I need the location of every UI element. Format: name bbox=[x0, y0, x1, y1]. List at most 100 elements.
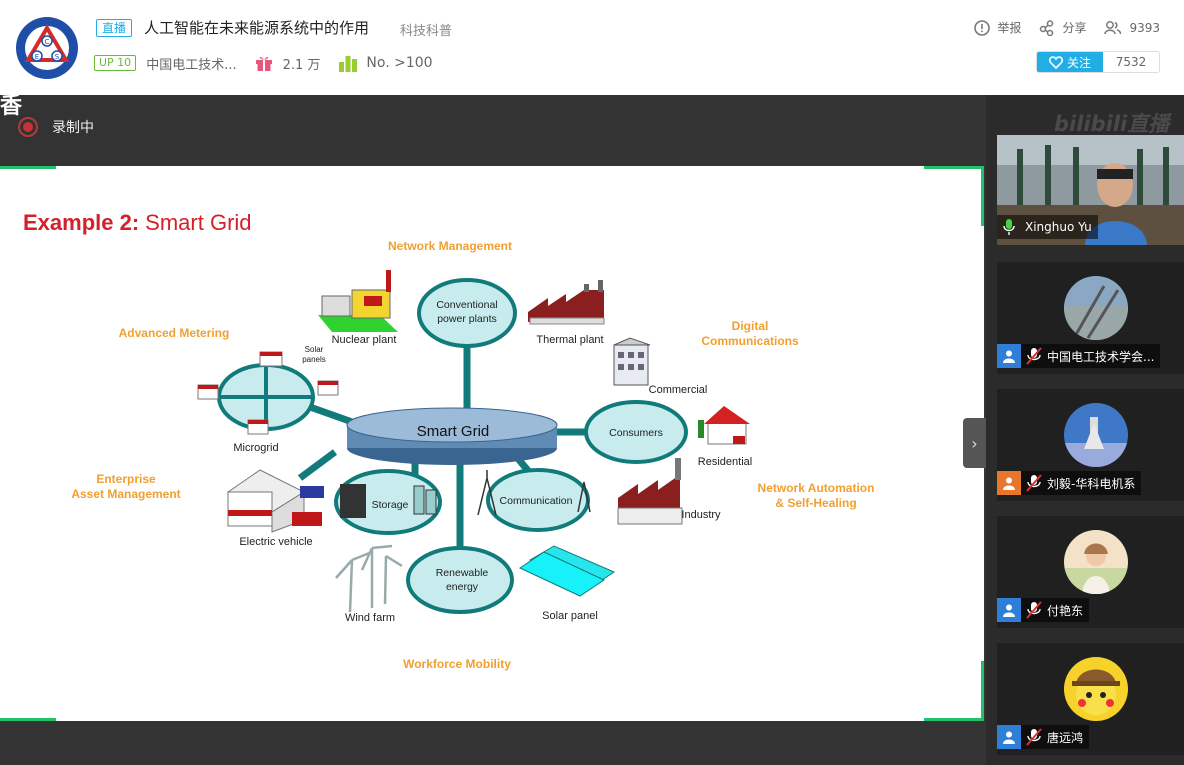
thermal-label: Thermal plant bbox=[536, 334, 603, 346]
follow-widget: 关注 7532 bbox=[1036, 51, 1160, 73]
conventional-label-2: power plants bbox=[437, 313, 497, 325]
area-workforce-mobility: Workforce Mobility bbox=[403, 657, 511, 671]
up-level-badge: UP 10 bbox=[94, 55, 137, 71]
commercial-building-icon bbox=[613, 337, 651, 386]
corner-glyph: 香 bbox=[0, 94, 23, 119]
smart-grid-diagram: Example 2:Smart Grid Network Management … bbox=[23, 210, 875, 671]
conventional-node bbox=[417, 278, 517, 348]
recording-label: 录制中 bbox=[52, 120, 94, 136]
industry-label: Industry bbox=[681, 509, 721, 521]
participant-name: 中国电工技术学会... bbox=[1047, 349, 1155, 364]
viewer-count-value: 9393 bbox=[1129, 20, 1160, 35]
area-network-management: Network Management bbox=[388, 239, 512, 253]
battery-icon bbox=[340, 484, 366, 518]
ev-label: Electric vehicle bbox=[239, 536, 312, 548]
participant-name: 刘毅-华科电机系 bbox=[1047, 476, 1136, 491]
report-button[interactable]: 举报 bbox=[974, 19, 1021, 36]
participant-name-bar: 唐远鸿 bbox=[997, 725, 1090, 749]
electric-vehicle-icon bbox=[226, 469, 324, 533]
hub-label: Smart Grid bbox=[417, 423, 490, 440]
slide-corner-bl bbox=[0, 718, 56, 721]
participant-tile-4[interactable]: 唐远鸿 bbox=[997, 643, 1184, 755]
participant-name: 付艳东 bbox=[1047, 603, 1084, 618]
solar-label: Solar panel bbox=[542, 610, 598, 622]
participant-tile-1[interactable]: 中国电工技术学会... bbox=[997, 262, 1184, 374]
consumers-label: Consumers bbox=[609, 427, 663, 439]
anchor-info: UP 10 中国电工技术... 2.1 万 No. >100 bbox=[94, 54, 433, 73]
share-icon bbox=[1040, 19, 1054, 36]
mic-muted-icon bbox=[1026, 347, 1042, 365]
gift-icon bbox=[255, 56, 272, 71]
svg-text:S: S bbox=[55, 53, 60, 61]
smart-grid-hub bbox=[346, 407, 558, 465]
area-digital: Digital bbox=[732, 319, 769, 333]
nuclear-plant-icon bbox=[318, 270, 398, 332]
header-actions: 举报 分享 9393 bbox=[956, 19, 1160, 36]
mic-muted-icon bbox=[1026, 601, 1042, 619]
area-tag[interactable]: 科技科普 bbox=[400, 24, 453, 39]
heart-icon bbox=[1048, 55, 1063, 69]
follower-count: 7532 bbox=[1115, 55, 1147, 69]
mic-on-icon bbox=[997, 215, 1021, 239]
stream-header: C E S 直播 人工智能在未来能源系统中的作用 科技科普 UP 10 中国电工… bbox=[0, 0, 1184, 95]
storage-tank-icon bbox=[413, 485, 437, 515]
slide-heading-bold: Example 2: bbox=[23, 210, 139, 235]
renewable-node bbox=[406, 546, 514, 614]
mic-muted-icon bbox=[1026, 474, 1042, 492]
popularity-value: 2.1 万 bbox=[282, 57, 321, 73]
expand-sidebar-button[interactable]: › bbox=[963, 418, 986, 468]
microgrid-label: Microgrid bbox=[233, 442, 278, 454]
user-icon bbox=[997, 344, 1021, 368]
svg-text:C: C bbox=[45, 38, 50, 46]
nuclear-label: Nuclear plant bbox=[332, 334, 397, 346]
participant-tile-2[interactable]: 刘毅-华科电机系 bbox=[997, 389, 1184, 501]
microgrid-node bbox=[197, 351, 339, 435]
presenter-video-tile[interactable]: Xinghuo Yu bbox=[997, 135, 1184, 245]
area-network-automation: Network Automation bbox=[758, 481, 875, 495]
recording-indicator: 录制中 bbox=[18, 117, 94, 137]
share-label: 分享 bbox=[1062, 21, 1087, 35]
wind-turbine-icon bbox=[335, 544, 403, 613]
thermal-plant-icon bbox=[528, 280, 605, 325]
slide-corner-tr bbox=[924, 166, 984, 169]
share-button[interactable]: 分享 bbox=[1039, 19, 1086, 36]
presenter-name: Xinghuo Yu bbox=[1025, 220, 1092, 234]
wind-label: Wind farm bbox=[345, 612, 395, 624]
area-communications: Communications bbox=[701, 334, 799, 348]
antenna-icon bbox=[477, 470, 591, 516]
stream-title: 人工智能在未来能源系统中的作用 bbox=[144, 19, 370, 37]
area-self-healing: & Self-Healing bbox=[775, 496, 856, 510]
record-icon bbox=[18, 117, 38, 137]
slide-corner-tr2 bbox=[981, 166, 984, 226]
rank-value[interactable]: No. >100 bbox=[366, 55, 433, 71]
slide-heading: Example 2:Smart Grid bbox=[23, 210, 252, 235]
area-asset-management: Asset Management bbox=[71, 487, 180, 501]
industry-icon bbox=[617, 458, 683, 525]
microgrid-solar-label: Solar bbox=[305, 345, 324, 354]
slide-heading-rest: Smart Grid bbox=[145, 210, 251, 235]
ces-logo: C E S bbox=[16, 17, 78, 79]
mic-muted-icon bbox=[1026, 728, 1042, 746]
participant-tile-3[interactable]: 付艳东 bbox=[997, 516, 1184, 628]
anchor-name[interactable]: 中国电工技术... bbox=[146, 57, 237, 73]
conventional-label-1: Conventional bbox=[436, 299, 497, 311]
svg-text:E: E bbox=[35, 53, 39, 61]
report-label: 举报 bbox=[997, 21, 1022, 35]
presentation-slide: Example 2:Smart Grid Network Management … bbox=[0, 166, 984, 721]
microgrid-panels-label: panels bbox=[302, 355, 326, 364]
warning-icon bbox=[974, 19, 991, 36]
area-enterprise: Enterprise bbox=[96, 472, 156, 486]
area-advanced-metering: Advanced Metering bbox=[119, 326, 230, 340]
avatar bbox=[1064, 530, 1128, 594]
people-icon bbox=[1104, 20, 1122, 34]
renewable-label-1: Renewable bbox=[436, 567, 489, 579]
user-icon bbox=[997, 598, 1021, 622]
follow-button[interactable]: 关注 bbox=[1037, 52, 1103, 72]
communication-label: Communication bbox=[500, 495, 573, 507]
chevron-right-icon: › bbox=[971, 433, 978, 453]
storage-label: Storage bbox=[372, 499, 409, 511]
live-badge: 直播 bbox=[96, 19, 133, 37]
user-icon bbox=[997, 471, 1021, 495]
avatar bbox=[1064, 657, 1128, 721]
residential-house-icon bbox=[698, 406, 750, 445]
